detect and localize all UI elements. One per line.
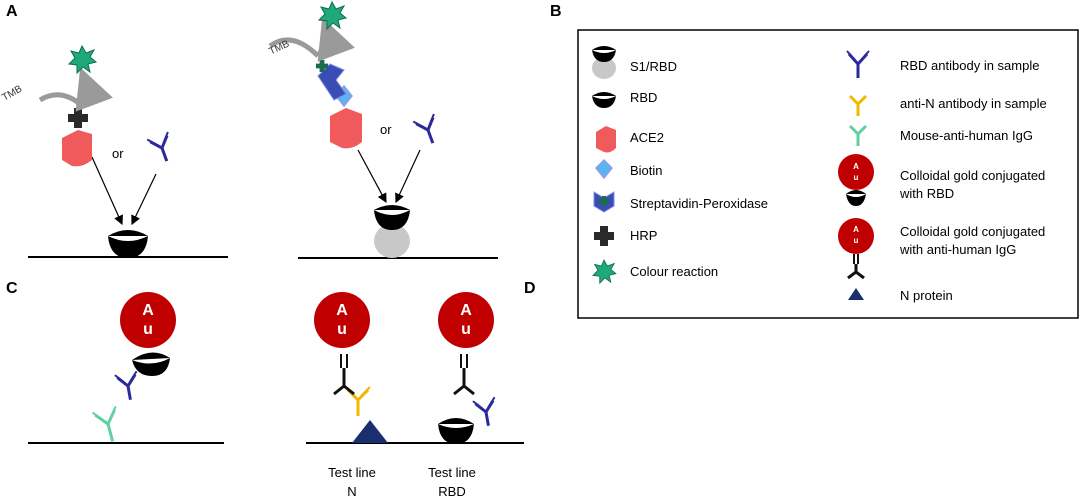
rbd-antibody-icon bbox=[113, 369, 143, 404]
legend-label-ace2: ACE2 bbox=[630, 130, 664, 145]
legend-label-hrp: HRP bbox=[630, 228, 657, 243]
anti-human-igg bbox=[333, 354, 355, 396]
gold-rbd-icon: A u bbox=[838, 154, 874, 206]
rbd-crescent bbox=[438, 418, 474, 444]
legend-label-anti-n-antibody: anti-N antibody in sample bbox=[900, 96, 1047, 111]
legend-label-gold-rbd-2: with RBD bbox=[899, 186, 954, 201]
hrp-icon bbox=[68, 108, 88, 128]
colloidal-gold bbox=[314, 292, 370, 348]
rbd-crescent bbox=[132, 352, 170, 376]
s1-rbd-icon bbox=[592, 46, 616, 79]
ace2-shape bbox=[330, 108, 362, 149]
test-line-rbd-label: Test line bbox=[428, 465, 476, 480]
gold-letter-u: u bbox=[854, 236, 859, 245]
colour-reaction-icon bbox=[68, 45, 97, 74]
biotin-icon bbox=[594, 158, 614, 180]
gold-letter-u: u bbox=[461, 321, 471, 338]
rbd-crescent bbox=[374, 205, 410, 230]
legend-label-rbd: RBD bbox=[630, 90, 657, 105]
gold-letter-a: A bbox=[142, 302, 154, 319]
ace2-shape bbox=[62, 130, 92, 167]
ace2-icon bbox=[596, 126, 616, 153]
legend-label-gold-igg-2: with anti-human IgG bbox=[899, 242, 1016, 257]
panel-a-right: TMB or bbox=[267, 1, 498, 259]
colloidal-gold bbox=[438, 292, 494, 348]
streptavidin-icon bbox=[317, 63, 347, 101]
gold-letter-a: A bbox=[853, 225, 859, 234]
test-line-n-label: Test line bbox=[328, 465, 376, 480]
s1-shape bbox=[374, 224, 410, 258]
rbd-antibody-icon bbox=[471, 395, 501, 430]
mouse-igg-icon bbox=[91, 405, 117, 442]
legend-label-gold-rbd: Colloidal gold conjugated bbox=[900, 168, 1045, 183]
legend-label-n-protein: N protein bbox=[900, 288, 953, 303]
gold-letter-a: A bbox=[460, 302, 472, 319]
legend-label-rbd-antibody: RBD antibody in sample bbox=[900, 58, 1039, 73]
panel-letter-d: D bbox=[524, 280, 536, 297]
gold-letter-a: A bbox=[853, 162, 859, 171]
legend-label-streptavidin: Streptavidin-Peroxidase bbox=[630, 196, 768, 211]
rbd-antibody-icon bbox=[145, 130, 179, 167]
legend-label-gold-igg: Colloidal gold conjugated bbox=[900, 224, 1045, 239]
streptavidin-icon bbox=[593, 191, 615, 213]
n-protein-icon bbox=[848, 288, 864, 300]
rbd-crescent bbox=[108, 230, 148, 258]
legend-label-biotin: Biotin bbox=[630, 163, 663, 178]
panel-letter-b: B bbox=[550, 3, 562, 20]
panel-a-left: TMB or bbox=[0, 45, 228, 258]
tmb-arrow bbox=[38, 92, 82, 107]
streptavidin-hrp-icon bbox=[316, 60, 328, 72]
panel-letter-c: C bbox=[6, 280, 18, 297]
gold-letter-u: u bbox=[854, 173, 859, 182]
gold-letter-a: A bbox=[336, 302, 348, 319]
rbd-antibody-icon bbox=[411, 112, 445, 149]
arrow bbox=[91, 156, 123, 226]
panel-c: A u bbox=[28, 292, 224, 444]
or-label: or bbox=[112, 146, 124, 161]
gold-letter-u: u bbox=[337, 321, 347, 338]
tmb-arrow bbox=[268, 37, 320, 58]
anti-human-igg bbox=[453, 354, 475, 396]
legend-label-s1-rbd: S1/RBD bbox=[630, 59, 677, 74]
colloidal-gold bbox=[120, 292, 176, 348]
test-line-rbd-sub: RBD bbox=[438, 484, 465, 499]
tmb-arrow-up bbox=[75, 67, 114, 112]
n-protein bbox=[352, 420, 388, 443]
legend-label-colour-reaction: Colour reaction bbox=[630, 264, 718, 279]
test-line-n-sub: N bbox=[347, 484, 356, 499]
legend-frame bbox=[577, 29, 1079, 319]
or-label: or bbox=[380, 122, 392, 137]
panel-d: A u A u Test line N Test line RBD bbox=[306, 292, 524, 499]
arrow bbox=[357, 149, 387, 204]
mouse-igg-icon bbox=[848, 124, 868, 146]
panel-letter-a: A bbox=[6, 3, 18, 20]
arrow bbox=[131, 173, 157, 226]
arrow bbox=[395, 149, 421, 204]
gold-igg-icon: A u bbox=[838, 218, 874, 280]
anti-n-antibody-icon bbox=[848, 94, 868, 116]
rbd-icon bbox=[592, 92, 616, 108]
legend-box: S1/RBD RBD ACE2 Biotin Streptavidin-Pero… bbox=[577, 29, 1079, 319]
legend-label-mouse-igg: Mouse-anti-human IgG bbox=[900, 128, 1033, 143]
tmb-arrow-up bbox=[315, 17, 356, 62]
tmb-label: TMB bbox=[0, 83, 24, 103]
gold-letter-u: u bbox=[143, 321, 153, 338]
